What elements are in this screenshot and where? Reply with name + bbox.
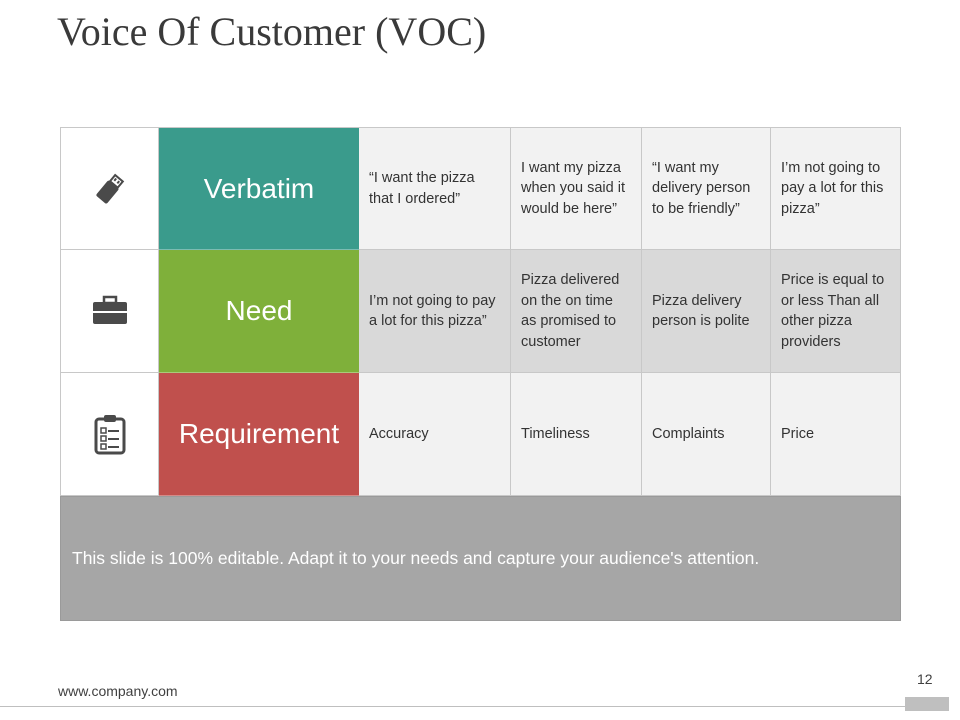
- table-cell: Pizza delivery person is polite: [642, 250, 771, 373]
- footer-divider: [0, 706, 905, 707]
- icon-cell: [60, 250, 159, 373]
- row-label-verbatim: Verbatim: [159, 127, 359, 250]
- cell-text: Timeliness: [521, 425, 590, 442]
- row-label-text: Verbatim: [203, 172, 315, 204]
- cell-text: I want my pizza when you said it would b…: [521, 159, 625, 217]
- table-cell: I’m not going to pay a lot for this pizz…: [359, 250, 511, 373]
- cell-text: “I want the pizza that I ordered”: [369, 170, 475, 207]
- table-row-requirement: Requirement Accuracy Timeliness Complain…: [60, 373, 901, 496]
- cell-text: Price: [781, 425, 815, 442]
- page-number: 12: [917, 671, 933, 687]
- corner-decoration: [905, 697, 949, 711]
- icon-cell: [60, 127, 159, 250]
- table-cell: Complaints: [642, 373, 771, 496]
- row-label-need: Need: [159, 250, 359, 373]
- table-cell: I’m not going to pay a lot for this pizz…: [771, 127, 901, 250]
- icon-cell: [60, 373, 159, 496]
- slide-title: Voice Of Customer (VOC): [57, 9, 487, 54]
- table-cell: Price: [771, 373, 901, 496]
- row-label-text: Need: [225, 295, 293, 326]
- table-cell: “I want my delivery person to be friendl…: [642, 127, 771, 250]
- cell-text: Pizza delivery person is polite: [652, 292, 750, 330]
- briefcase-icon: [92, 295, 127, 324]
- table-cell: I want my pizza when you said it would b…: [511, 127, 642, 250]
- voc-table: Verbatim “I want the pizza that I ordere…: [60, 127, 901, 622]
- row-label-requirement: Requirement: [159, 373, 359, 496]
- clipboard-checklist-icon: [94, 415, 125, 455]
- table-cell: Price is equal to or less Than all other…: [771, 250, 901, 373]
- table-cell: “I want the pizza that I ordered”: [359, 127, 511, 250]
- cell-text: I’m not going to pay a lot for this pizz…: [781, 159, 884, 217]
- usb-drive-icon: [95, 173, 124, 203]
- cell-text: “I want my delivery person to be friendl…: [652, 159, 751, 217]
- cell-text: Pizza delivered on the on time as promis…: [521, 272, 620, 350]
- table-cell: Pizza delivered on the on time as promis…: [511, 250, 642, 373]
- table-cell: Accuracy: [359, 373, 511, 496]
- cell-text: Accuracy: [369, 425, 429, 442]
- editable-note-text: This slide is 100% editable. Adapt it to…: [72, 548, 760, 568]
- editable-note-box: This slide is 100% editable. Adapt it to…: [60, 496, 901, 621]
- website-url: www.company.com: [58, 683, 178, 699]
- cell-text: I’m not going to pay a lot for this pizz…: [369, 292, 496, 330]
- table-row-need: Need I’m not going to pay a lot for this…: [60, 250, 901, 373]
- cell-text: Price is equal to or less Than all other…: [781, 272, 885, 350]
- cell-text: Complaints: [652, 425, 725, 442]
- table-cell: Timeliness: [511, 373, 642, 496]
- row-label-text: Requirement: [178, 418, 340, 449]
- table-row-verbatim: Verbatim “I want the pizza that I ordere…: [60, 127, 901, 250]
